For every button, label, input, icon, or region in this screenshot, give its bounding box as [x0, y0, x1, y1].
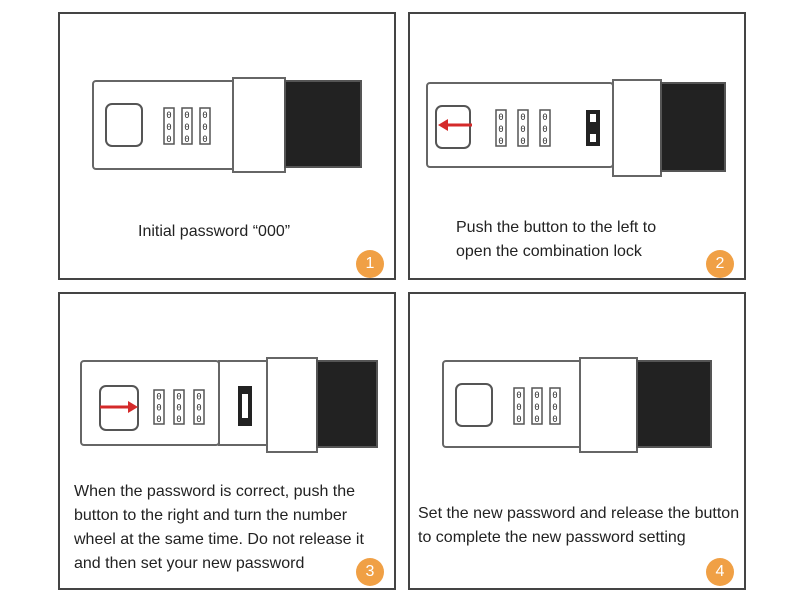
wheel-digit: 0: [202, 135, 207, 145]
wheel-digit: 0: [184, 135, 189, 145]
wheel-digit: 0: [176, 392, 181, 402]
wheel-digit: 0: [520, 137, 525, 147]
wheel-digit: 0: [534, 415, 539, 425]
lock-sleeve: [266, 357, 318, 453]
step-badge-1: 1: [356, 250, 384, 278]
wheel-digit: 0: [542, 137, 547, 147]
wheel-digit: 0: [498, 113, 503, 123]
lock-sleeve: [232, 77, 286, 173]
wheel-digit: 0: [184, 123, 189, 133]
latch-icon: [586, 110, 600, 146]
wheel-digit: 0: [516, 391, 521, 401]
wheel-digit: 0: [156, 404, 161, 414]
wheel-digit: 0: [542, 125, 547, 135]
lock-diagram-2: 0 0 0 0 0 0 0 0 0: [426, 79, 726, 177]
caption-4: Set the new password and release the but…: [418, 505, 740, 546]
step-panel-2: 0 0 0 0 0 0 0 0 0 Push the button to the left to…: [408, 12, 746, 280]
wheel-digit: 0: [166, 111, 171, 121]
lock-diagram-1: 0 0 0 0 0 0 0 0 0: [92, 77, 362, 173]
lock-sleeve: [612, 79, 662, 177]
step-badge-3: 3: [356, 558, 384, 586]
step-badge-2: 2: [706, 250, 734, 278]
number-wheel-icon: 0 0 0 0 0 0 0 0 0: [513, 387, 561, 425]
wheel-digit: 0: [516, 403, 521, 413]
wheel-digit: 0: [196, 392, 201, 402]
wheel-digit: 0: [184, 111, 189, 121]
wheel-digit: 0: [176, 415, 181, 425]
wheel-digit: 0: [520, 125, 525, 135]
wheel-digit: 0: [534, 403, 539, 413]
wheel-digit: 0: [516, 415, 521, 425]
step-badge-4: 4: [706, 558, 734, 586]
number-wheel-icon: 0 0 0 0 0 0 0 0 0: [495, 109, 551, 147]
lock-slider: [316, 360, 378, 448]
lock-extension: [218, 360, 270, 446]
button-icon: [455, 383, 493, 427]
button-icon: [105, 103, 143, 147]
button-icon: [435, 105, 471, 149]
wheel-digit: 0: [196, 415, 201, 425]
wheel-digit: 0: [552, 403, 557, 413]
arrow-right-icon: [100, 401, 138, 413]
lock-diagram-4: 0 0 0 0 0 0 0 0 0: [442, 357, 712, 453]
wheel-digit: 0: [166, 123, 171, 133]
latch-icon: [238, 386, 252, 426]
lock-slider: [660, 82, 726, 172]
wheel-digit: 0: [498, 125, 503, 135]
caption-1: Initial password “000”: [138, 223, 291, 240]
arrow-left-icon: [438, 119, 472, 131]
wheel-digit: 0: [156, 415, 161, 425]
wheel-digit: 0: [498, 137, 503, 147]
caption-2: Push the button to the left to open the …: [456, 219, 657, 260]
caption-3: When the password is correct, push the b…: [74, 483, 364, 572]
lock-sleeve: [579, 357, 638, 453]
wheel-digit: 0: [156, 392, 161, 402]
step-panel-4: 0 0 0 0 0 0 0 0 0 Set the new password and relea…: [408, 292, 746, 590]
wheel-digit: 0: [552, 391, 557, 401]
wheel-digit: 0: [176, 404, 181, 414]
wheel-digit: 0: [196, 404, 201, 414]
wheel-digit: 0: [542, 113, 547, 123]
wheel-digit: 0: [552, 415, 557, 425]
lock-slider: [636, 360, 712, 448]
wheel-digit: 0: [166, 135, 171, 145]
wheel-digit: 0: [520, 113, 525, 123]
number-wheel-icon: 0 0 0 0 0 0 0 0 0: [163, 107, 211, 145]
wheel-digit: 0: [534, 391, 539, 401]
step-panel-1: 0 0 0 0 0 0 0 0 0 Initial password “000” 1: [58, 12, 396, 280]
lock-slider: [284, 80, 362, 168]
wheel-digit: 0: [202, 111, 207, 121]
wheel-digit: 0: [202, 123, 207, 133]
